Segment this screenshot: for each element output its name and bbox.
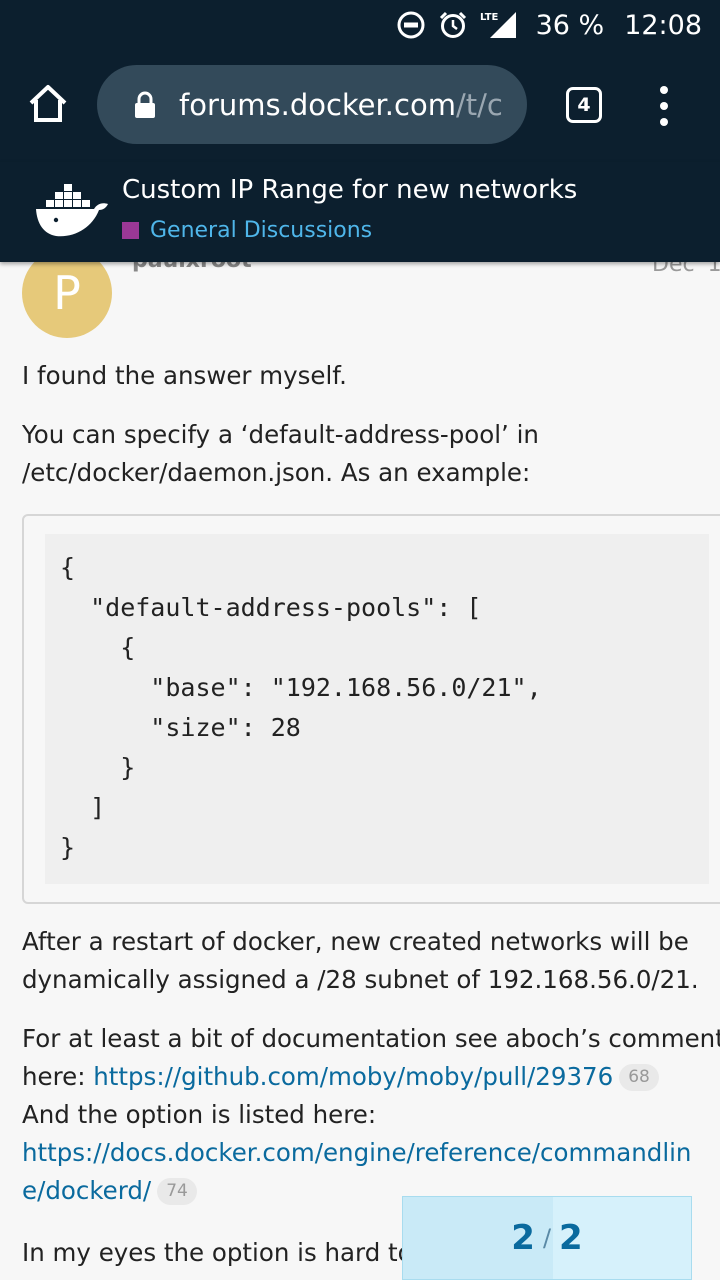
docker-docs-link-continued[interactable]: e/dockerd/ — [22, 1176, 152, 1205]
post-username[interactable]: paulxroot — [132, 262, 252, 273]
link-click-count: 74 — [157, 1178, 197, 1205]
category-color-swatch — [122, 222, 139, 239]
progress-current: 2 — [511, 1218, 535, 1258]
post-paragraph-4-line-3: And the option is listed here: — [22, 1100, 377, 1129]
post: P paulxroot Dec '1 I found the answer my… — [0, 262, 720, 1280]
code-block-inner: { "default-address-pools": [ { "base": "… — [45, 534, 709, 884]
url-text: forums.docker.com/t/c — [179, 88, 503, 122]
progress-total: 2 — [559, 1218, 583, 1258]
docker-logo[interactable] — [34, 182, 110, 240]
avatar[interactable]: P — [22, 262, 112, 338]
tab-count: 4 — [577, 94, 591, 116]
post-paragraph-2-line-2: /etc/docker/daemon.json. As an example: — [22, 458, 531, 487]
topic-title[interactable]: Custom IP Range for new networks — [122, 175, 578, 205]
code-text: { "default-address-pools": [ { "base": "… — [60, 553, 542, 862]
alarm-icon — [438, 10, 468, 40]
home-icon — [29, 85, 67, 122]
post-paragraph-1: I found the answer myself. — [22, 361, 347, 390]
browser-toolbar: forums.docker.com/t/c 4 — [0, 50, 720, 162]
post-paragraph-5: In my eyes the option is hard to — [22, 1238, 413, 1267]
post-date[interactable]: Dec '1 — [652, 262, 720, 277]
url-path: /t/c — [455, 87, 503, 122]
post-paragraph-3-line-2: dynamically assigned a /28 subnet of 192… — [22, 965, 699, 994]
github-pull-link[interactable]: https://github.com/moby/moby/pull/29376 — [93, 1062, 614, 1091]
site-header: Custom IP Range for new networks General… — [0, 162, 720, 262]
link-click-count: 68 — [619, 1064, 659, 1091]
code-block: { "default-address-pools": [ { "base": "… — [22, 514, 720, 904]
post-paragraph-2-line-1: You can specify a ‘default-address-pool’… — [22, 420, 539, 449]
post-paragraph-2: You can specify a ‘default-address-pool’… — [22, 416, 720, 492]
do-not-disturb-icon — [396, 10, 426, 40]
post-paragraph-4: For at least a bit of documentation see … — [22, 1020, 720, 1210]
topic-progress[interactable]: 2 / 2 — [402, 1196, 692, 1280]
network-type-label: LTE — [480, 12, 499, 23]
post-paragraph-3-line-1: After a restart of docker, new created n… — [22, 927, 689, 956]
post-paragraph-3: After a restart of docker, new created n… — [22, 923, 720, 999]
tab-switcher-button[interactable]: 4 — [566, 87, 602, 123]
lock-icon — [135, 91, 155, 118]
category-label: General Discussions — [150, 218, 373, 243]
more-vert-icon[interactable] — [650, 86, 678, 126]
progress-counter: 2 / 2 — [403, 1197, 691, 1279]
progress-fill — [403, 1197, 553, 1279]
home-button[interactable] — [26, 82, 70, 126]
progress-separator: / — [542, 1224, 552, 1252]
here-label: here: — [22, 1062, 94, 1091]
post-paragraph-4-line-2: here: https://github.com/moby/moby/pull/… — [22, 1058, 720, 1096]
clock: 12:08 — [624, 9, 702, 41]
category-badge[interactable]: General Discussions — [122, 218, 372, 243]
post-paragraph-4-line-1: For at least a bit of documentation see … — [22, 1024, 720, 1053]
status-bar: LTE 36 % 12:08 — [0, 0, 720, 50]
signal-icon: LTE — [480, 10, 518, 40]
avatar-letter: P — [53, 266, 81, 320]
address-bar[interactable]: forums.docker.com/t/c — [97, 65, 527, 144]
docker-docs-link[interactable]: https://docs.docker.com/engine/reference… — [22, 1138, 692, 1167]
battery-level: 36 % — [535, 9, 605, 41]
url-domain: forums.docker.com — [179, 87, 456, 122]
